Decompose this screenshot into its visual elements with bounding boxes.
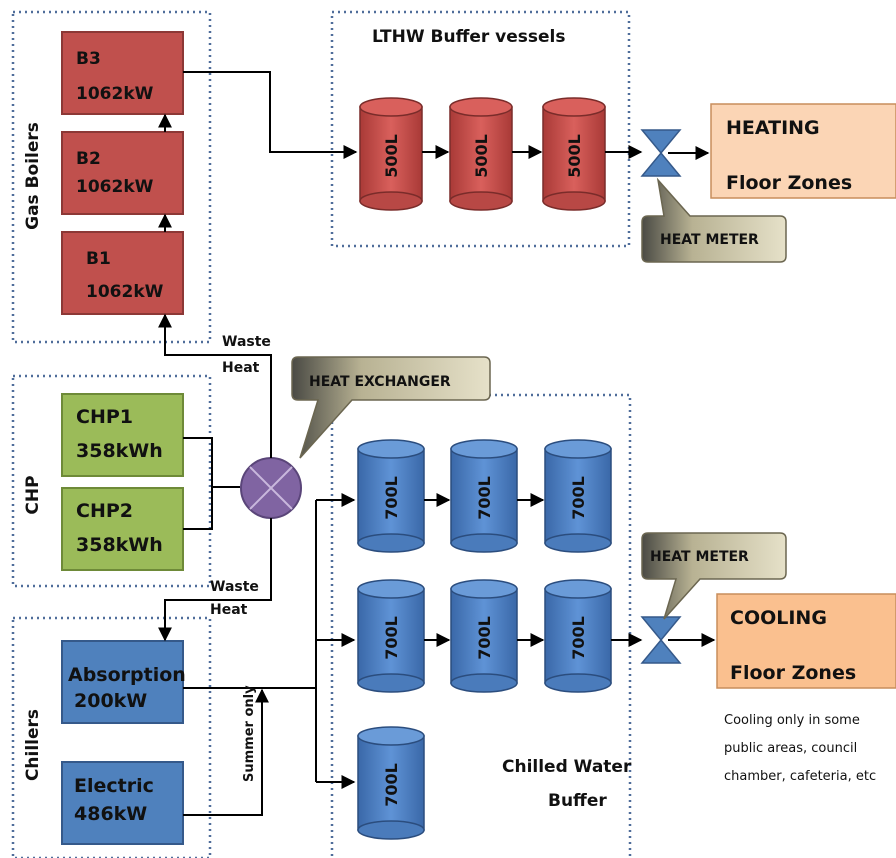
- hot-vessel-1-label: 500L: [382, 134, 401, 178]
- chp1-name: CHP1: [76, 406, 133, 428]
- cold-vessel-r2-1-label: 700L: [382, 616, 401, 660]
- gas-boilers-frame: [11, 10, 212, 344]
- chp2-name: CHP2: [76, 500, 133, 522]
- hot-vessel-3: 500L: [542, 97, 606, 211]
- boiler-b2-power: 1062kW: [76, 177, 154, 197]
- cooling-note-line-1: Cooling only in some: [724, 713, 860, 728]
- heating-meter-text: HEAT METER: [660, 232, 759, 248]
- chiller-absorption-power: 200kW: [74, 690, 147, 712]
- heating-box: [710, 103, 896, 199]
- chp-title: CHP: [23, 475, 43, 514]
- cold-vessel-r2-1: 700L: [357, 579, 425, 693]
- cold-vessel-r2-2: 700L: [450, 579, 518, 693]
- lthw-frame: [330, 10, 631, 248]
- hot-vessel-2-label: 500L: [472, 134, 491, 178]
- waste-heat-label-top-2: Heat: [222, 360, 260, 376]
- cooling-meter-text: HEAT METER: [650, 549, 749, 565]
- chiller-absorption: [61, 640, 184, 724]
- lthw-title: LTHW Buffer vessels: [372, 27, 566, 47]
- boiler-b2-name: B2: [76, 149, 101, 169]
- cold-vessel-r1-1-label: 700L: [382, 476, 401, 520]
- electric-outlet-pipe: [183, 688, 269, 816]
- hot-vessel-2: 500L: [449, 97, 513, 211]
- waste-heat-label-bottom-1: Waste: [210, 579, 259, 595]
- gas-boilers-title: Gas Boilers: [23, 122, 43, 230]
- heating-meter-callout: [641, 177, 787, 263]
- cooling-title: COOLING: [730, 607, 827, 629]
- cold-vessel-r2-3-label: 700L: [569, 616, 588, 660]
- summer-only-label: Summer only: [242, 685, 257, 782]
- heat-exchanger-callout-text: HEAT EXCHANGER: [309, 374, 451, 390]
- chilled-title-1: Chilled Water: [502, 757, 632, 777]
- cooling-valve-icon: [640, 616, 682, 664]
- cooling-note-line-2: public areas, council: [724, 741, 857, 756]
- heating-valve-icon: [640, 129, 682, 177]
- hot-vessel-3-label: 500L: [565, 134, 584, 178]
- chiller-electric: [61, 761, 184, 845]
- cold-vessel-r2-3: 700L: [544, 579, 612, 693]
- chp-frame: [11, 374, 212, 588]
- heat-exchanger-callout: [291, 356, 491, 459]
- chillers-title: Chillers: [23, 709, 43, 781]
- waste-heat-to-chillers: [158, 518, 272, 642]
- chiller-electric-name: Electric: [74, 775, 154, 797]
- heating-title: HEATING: [726, 117, 820, 139]
- chilled-title-2: Buffer: [548, 791, 607, 811]
- chp1-power: 358kWh: [76, 440, 163, 462]
- waste-heat-to-boilers: [158, 313, 272, 458]
- cooling-note-line-3: chamber, cafeteria, etc: [724, 769, 876, 784]
- boiler-b1: [61, 231, 184, 315]
- boiler-b2: [61, 131, 184, 215]
- cold-vessel-r1-3-label: 700L: [569, 476, 588, 520]
- chp2-box: [61, 487, 184, 571]
- boiler-b3-name: B3: [76, 49, 101, 69]
- boiler-b3-power: 1062kW: [76, 84, 154, 104]
- chp1-box: [61, 393, 184, 477]
- cold-vessel-r1-2-label: 700L: [475, 476, 494, 520]
- chp1-connector: [183, 437, 240, 488]
- cold-vessel-r2-2-label: 700L: [475, 616, 494, 660]
- cold-vessel-r1-3: 700L: [544, 439, 612, 553]
- chp2-power: 358kWh: [76, 534, 163, 556]
- boiler-b1-power: 1062kW: [86, 282, 164, 302]
- cooling-box: [716, 593, 896, 689]
- chp2-connector: [183, 487, 213, 530]
- heating-sub: Floor Zones: [726, 172, 852, 194]
- cold-vessel-single: 700L: [357, 726, 425, 840]
- boiler-to-lthw-pipe: [183, 71, 358, 159]
- cooling-sub: Floor Zones: [730, 662, 856, 684]
- chiller-electric-power: 486kW: [74, 803, 147, 825]
- boiler-b1-name: B1: [86, 249, 111, 269]
- cooling-meter-callout: [641, 532, 787, 620]
- waste-heat-label-bottom-2: Heat: [210, 602, 248, 618]
- heat-exchanger-cross-b: [249, 466, 293, 510]
- hot-vessel-1: 500L: [359, 97, 423, 211]
- cold-vessel-r1-1: 700L: [357, 439, 425, 553]
- waste-heat-label-top-1: Waste: [222, 334, 271, 350]
- cold-vessel-single-label: 700L: [382, 763, 401, 807]
- chiller-absorption-name: Absorption: [68, 664, 186, 686]
- cold-vessel-r1-2: 700L: [450, 439, 518, 553]
